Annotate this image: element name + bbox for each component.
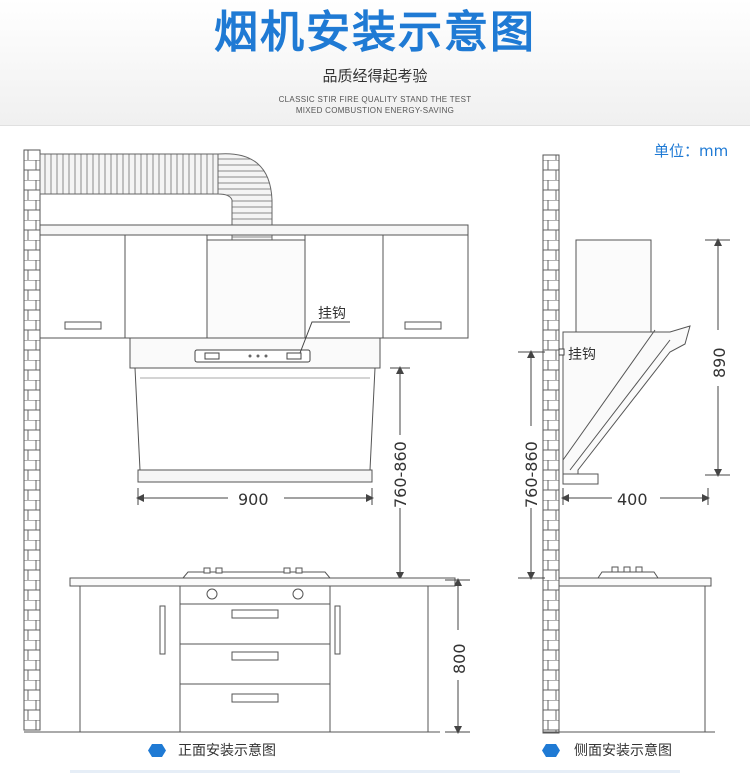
page-subtitle: 品质经得起考验 <box>322 67 428 85</box>
side-view-caption: 侧面安装示意图 <box>574 743 672 759</box>
cabinet-top-shelf <box>39 224 469 236</box>
upper-cabinet-center-left <box>124 234 208 339</box>
hook-slot-left <box>204 352 220 360</box>
side-chimney <box>575 239 652 333</box>
side-view: 挂钩 890 400 760-860 <box>518 154 730 734</box>
hood-chimney-cover <box>206 239 306 341</box>
front-view-caption: 正面安装示意图 <box>178 743 276 759</box>
drawer-3 <box>179 683 331 733</box>
header-banner: 烟机安装示意图 品质经得起考验 CLASSIC STIR FIRE QUALIT… <box>0 0 750 126</box>
front-caption-bullet-icon <box>148 744 166 757</box>
side-depth-dimension: 400 <box>617 490 648 509</box>
lower-cabinet-left-handle <box>159 605 166 655</box>
stove-knob-left <box>206 588 218 600</box>
hook-slot-right <box>286 352 302 360</box>
page-title: 烟机安装示意图 <box>214 7 536 58</box>
english-tagline-1: CLASSIC STIR FIRE QUALITY STAND THE TEST <box>278 95 472 104</box>
unit-label: 单位：mm <box>654 142 729 160</box>
side-gas-stove <box>597 571 659 579</box>
countertop <box>69 577 456 587</box>
side-countertop <box>558 577 712 587</box>
side-height-dimension: 760-860 <box>522 441 541 508</box>
front-view: 挂钩 900 760-860 <box>23 149 470 734</box>
english-tagline-2: MIXED COMBUSTION ENERGY-SAVING <box>295 106 455 115</box>
front-hook-label: 挂钩 <box>318 306 346 322</box>
side-hook-label: 挂钩 <box>568 347 596 363</box>
front-height-dimension: 760-860 <box>391 441 410 508</box>
side-hook-marker <box>558 348 565 356</box>
upper-cabinet-center-right <box>304 234 384 339</box>
exhaust-duct-horizontal <box>39 153 231 195</box>
upper-cabinet-left <box>39 234 126 339</box>
side-lower-cabinet <box>558 585 706 733</box>
hood-bottom-edge <box>137 469 373 483</box>
side-brick-wall <box>542 154 560 734</box>
side-caption-bullet-icon <box>542 744 560 757</box>
front-cabinet-dimension: 800 <box>450 643 469 674</box>
hood-glass-panel <box>134 367 376 471</box>
lower-cabinet-right-handle <box>334 605 341 655</box>
drawer-2 <box>179 643 331 685</box>
hood-control-panel <box>194 349 311 363</box>
stove-knob-right <box>292 588 304 600</box>
front-width-dimension: 900 <box>238 490 269 509</box>
side-hood-bottom <box>562 473 599 485</box>
front-hook-leader <box>299 321 350 354</box>
upper-cabinet-right <box>382 234 469 339</box>
upper-cabinet-right-handle <box>404 321 442 330</box>
front-brick-wall <box>23 149 41 731</box>
upper-cabinet-left-handle <box>64 321 102 330</box>
side-total-height-dimension: 890 <box>710 347 729 378</box>
bottom-divider <box>70 770 680 773</box>
